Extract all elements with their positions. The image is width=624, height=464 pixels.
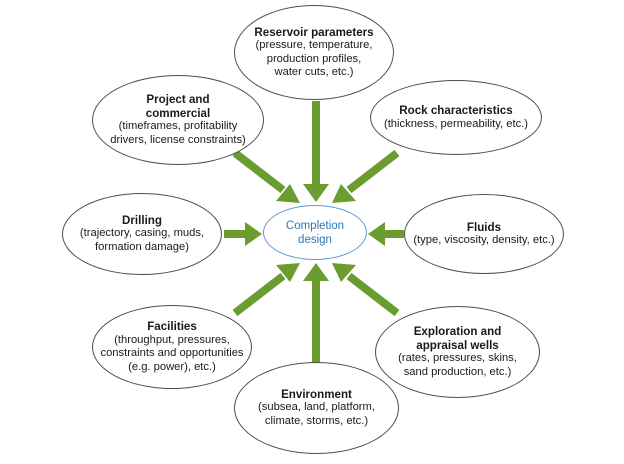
node-detail: (e.g. power), etc.): [128, 360, 216, 373]
node-detail: (thickness, permeability, etc.): [383, 117, 529, 130]
node-detail: (throughput, pressures,: [114, 333, 230, 346]
center-line: design: [298, 233, 332, 246]
node-detail: constraints and opportunities: [100, 347, 244, 359]
center-line: Completion: [285, 219, 345, 232]
project-commercial-node: Project and commercial (timeframes, prof…: [92, 75, 264, 165]
node-title: Fluids: [466, 220, 502, 234]
arrow-from-environment: [303, 263, 329, 363]
environment-node: Environment (subsea, land, platform, cli…: [234, 362, 399, 454]
completion-design-center: Completion design: [263, 205, 367, 260]
node-detail: (rates, pressures, skins,: [398, 352, 517, 364]
node-title: Project and: [146, 93, 210, 106]
arrow-from-facilities: [232, 263, 300, 317]
node-detail: drivers, license constraints): [110, 133, 246, 146]
node-detail: (timeframes, profitability: [118, 120, 238, 132]
rock-characteristics-node: Rock characteristics (thickness, permeab…: [370, 80, 542, 155]
node-detail: formation damage): [95, 240, 189, 253]
arrow-from-fluids: [368, 222, 404, 246]
node-detail: (type, viscosity, density, etc.): [413, 234, 555, 246]
node-detail: water cuts, etc.): [274, 66, 354, 78]
node-title: Exploration and: [413, 325, 502, 338]
node-detail: climate, storms, etc.): [264, 414, 369, 427]
node-detail: sand production, etc.): [403, 365, 512, 378]
node-title: Drilling: [122, 213, 162, 227]
facilities-node: Facilities (throughput, pressures, const…: [92, 305, 252, 389]
node-title: Environment: [281, 387, 352, 401]
drilling-node: Drilling (trajectory, casing, muds, form…: [62, 193, 222, 275]
node-title: Facilities: [147, 320, 197, 333]
arrow-from-rock: [332, 149, 400, 203]
arrow-from-project: [232, 149, 300, 203]
node-title: appraisal wells: [416, 338, 499, 352]
arrow-from-reservoir: [303, 101, 329, 202]
node-title: commercial: [145, 106, 211, 120]
node-detail: (trajectory, casing, muds,: [79, 227, 205, 240]
node-title: Reservoir parameters: [254, 25, 374, 39]
node-detail: (subsea, land, platform,: [258, 401, 375, 414]
arrow-from-drilling: [224, 222, 262, 246]
exploration-appraisal-node: Exploration and appraisal wells (rates, …: [375, 306, 540, 398]
node-title: Rock characteristics: [399, 104, 513, 117]
arrow-from-exploration: [332, 263, 400, 317]
node-detail: (pressure, temperature,: [255, 39, 373, 51]
reservoir-parameters-node: Reservoir parameters (pressure, temperat…: [234, 5, 394, 100]
node-detail: production profiles,: [266, 52, 362, 65]
fluids-node: Fluids (type, viscosity, density, etc.): [404, 194, 564, 274]
